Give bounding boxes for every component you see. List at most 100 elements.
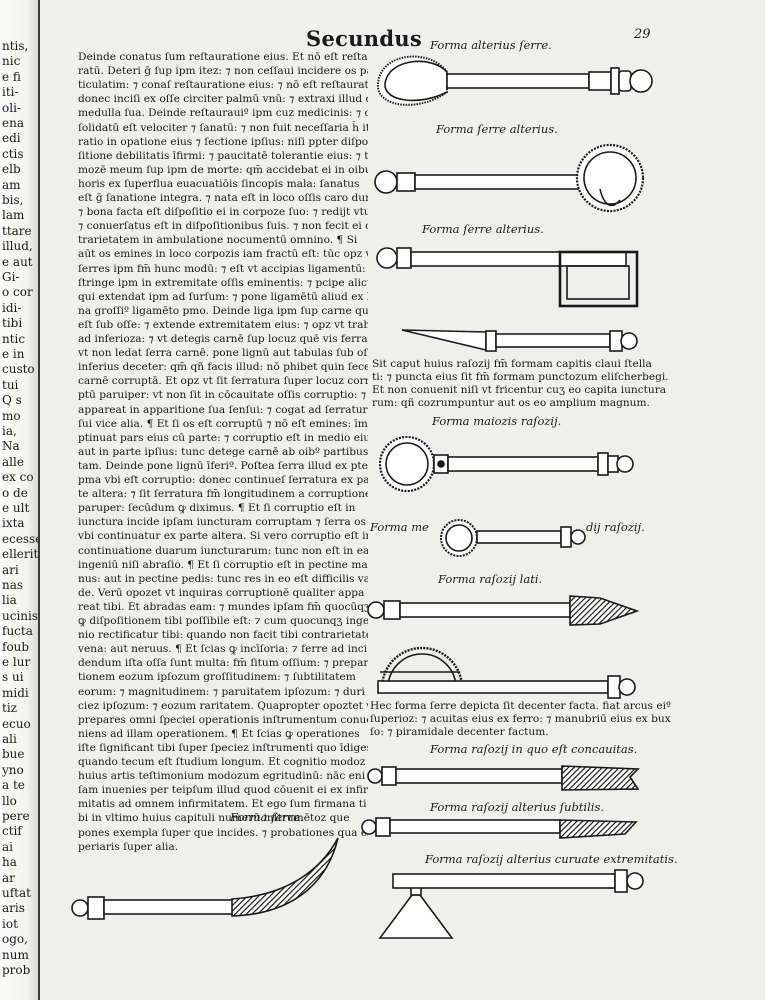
body-text-line: eſt ſub oſſe: ⁊ extende extremitatem eiu… xyxy=(78,318,368,331)
gutter-line: iti- xyxy=(2,85,19,100)
body-text-line: ad inferioza: ⁊ vt detegis carnē ſup loc… xyxy=(78,333,368,345)
gutter-line: oli- xyxy=(2,100,21,115)
body-text-line: eorum: ⁊ magnitudinem: ⁊ paruitatem ipſo… xyxy=(78,685,365,698)
gutter-line: num xyxy=(2,947,29,962)
caption-saw-arc-l1: Hec forma ſerre depicta ſit decenter fac… xyxy=(370,700,671,712)
caption-razor-broad: Forma raſozij lati. xyxy=(438,572,543,586)
gutter-line: ar xyxy=(2,870,15,885)
body-text-line: pma vbi eſt corruptio: donec continueſ ſ… xyxy=(78,474,368,486)
body-text-line: vena: aut neruus. ¶ Et ſcias ꝙ incīſoria… xyxy=(78,643,368,656)
body-text-line: medulla ſua. Deinde reſtaurauiº ipm cuz … xyxy=(78,107,368,120)
figure-saw-disc xyxy=(374,143,645,213)
caption-razor-large: Forma maiozis raſozij. xyxy=(432,414,562,428)
gutter-line: ia, xyxy=(2,424,17,438)
figure-saw-arc xyxy=(377,646,636,699)
body-text-line: niens ad illam operationem. ¶ Et ſcias ꝙ… xyxy=(78,727,360,740)
caption-saw-loop: Forma alterius ſerre. xyxy=(430,38,552,52)
gutter-line: ena xyxy=(2,116,24,130)
caption-saw-curved-left: Forma ſerre. xyxy=(230,810,304,824)
figure-saw-square xyxy=(376,247,639,308)
caption-razor-pointed-l1: Sit caput huius raſozij fm̄ formam capit… xyxy=(372,358,652,370)
body-text-line: ptū paruiper: vt non ſit in cōcauitate o… xyxy=(78,389,368,402)
body-text-line: quando tecum eſt ſtudium longum. Et cogn… xyxy=(78,756,366,768)
caption-razor-curved-end: Forma raſozij alterius curuate extremita… xyxy=(425,852,678,866)
gutter-line: tibi xyxy=(2,316,23,331)
caption-razor-fine: Forma raſozij alterius ſubtilis. xyxy=(430,800,605,814)
body-text-line: ratū. Deteri ḡ ſup ipm itez: ⁊ non ceſſa… xyxy=(78,65,368,78)
gutter-line: edi xyxy=(2,131,21,146)
gutter-line: fucta xyxy=(2,624,33,639)
caption-saw-arc-l2: ſuperioz: ⁊ acuitas eius ex ferro: ⁊ man… xyxy=(370,713,671,725)
gutter-line: o de xyxy=(2,485,28,500)
body-text-line: ⁊ conuerſatus eſt in diſpoſitionibus ſui… xyxy=(78,220,368,233)
body-text-line: eſt ḡ ſanatione integra. ⁊ nata eſt in l… xyxy=(78,192,368,204)
gutter-line: tui xyxy=(2,377,19,392)
gutter-line: ai xyxy=(2,839,13,854)
gutter-line: pere xyxy=(2,809,30,823)
gutter-line: e in xyxy=(2,347,25,361)
caption-saw-square: Forma ſerre alterius. xyxy=(422,222,544,236)
gutter-line: llo xyxy=(2,793,17,808)
gutter-line: bis, xyxy=(2,193,24,207)
gutter-line: ttare xyxy=(2,223,32,238)
body-text-line: ſtringe ipm in extremitate oſſis eminent… xyxy=(78,276,368,289)
caption-saw-disc: Forma ſerre alterius. xyxy=(436,122,558,136)
gutter-line: uftat xyxy=(2,886,31,900)
figure-razor-pointed xyxy=(401,329,638,352)
gutter-line: Gi- xyxy=(2,270,20,284)
gutter-line: ecesse xyxy=(2,531,40,546)
body-text-line: tam. Deinde pone lignū īferiº. Poſtea ſe… xyxy=(78,459,368,472)
gutter-line: prob xyxy=(2,963,31,977)
body-text-line: ſam inuenies per teipſum illud quod cōue… xyxy=(78,784,368,797)
gutter-line: foub xyxy=(2,639,30,654)
figure-razor-concave xyxy=(367,765,640,791)
gutter-line: bue xyxy=(2,747,25,762)
gutter-line: tiz xyxy=(2,701,17,716)
body-text-line: iſte ſignificant tibi ſuper ſpeciez inſt… xyxy=(78,741,368,754)
body-text-line: ratio in opatione eius ⁊ ſectione ipſius… xyxy=(78,135,368,148)
gutter-line: aris xyxy=(2,901,25,916)
gutter-line: nic xyxy=(2,54,21,69)
figure-razor-fine xyxy=(361,817,638,839)
gutter-line: alle xyxy=(2,454,24,469)
body-text-line: ſitione debilitatis īfirmi: ⁊ paucitatē … xyxy=(78,149,368,162)
body-text-line: ticulatim: ⁊ conaſ reſtauratione eius: ⁊… xyxy=(78,79,368,92)
gutter-line: nas xyxy=(2,578,24,592)
figure-saw-loop xyxy=(376,55,653,106)
gutter-line: ctis xyxy=(2,146,24,161)
gutter-line: illud, xyxy=(2,239,33,254)
figure-razor-broad xyxy=(367,595,640,626)
gutter-line: ogo, xyxy=(2,932,28,947)
body-text-line: trarietatem in ambulatione nocumentū omn… xyxy=(78,234,358,247)
body-text-line: na groſſiº ligamēto pmo. Deinde liga ipm… xyxy=(78,304,368,317)
caption-razor-medium-a: Forma me xyxy=(370,520,429,534)
gutter-line: ecuo xyxy=(2,716,31,731)
gutter-line: o cor xyxy=(2,285,33,300)
body-text-line: inferius deceter: qm̄ qñ facis illud: nō… xyxy=(78,361,368,374)
gutter-line: ntis, xyxy=(2,39,29,53)
body-text-line: ſui vice alia. ¶ Et ſi os eſt corruptū ⁊… xyxy=(78,417,368,430)
gutter-line: s ui xyxy=(2,670,24,685)
body-text-line: aut in parte ipſius: tunc detege carnē a… xyxy=(78,445,368,458)
gutter-line: ha xyxy=(2,855,17,870)
folio-number: 29 xyxy=(634,27,651,42)
body-text-line: mitatis ad omnem infirmitatem. Et ego ſu… xyxy=(78,798,367,811)
body-text-line: bi in vltimo huius capituli numerū inſtr… xyxy=(78,812,350,825)
body-text-line: nus: aut in pectine pedis: tunc res in e… xyxy=(78,572,368,585)
body-text-line: paruper: ſecūdum ꝙ diximus. ¶ Et ſi corr… xyxy=(78,502,356,515)
gutter-line: lia xyxy=(2,593,17,608)
body-text-line: de. Verū opozet vt inquiras corruptionē … xyxy=(78,586,365,599)
gutter-line: ali xyxy=(2,732,17,746)
body-text-line: dendum iſta oſſa ſunt multa: fm̄ ſitum o… xyxy=(78,657,368,670)
caption-razor-concave: Forma raſozij in quo eſt concauitas. xyxy=(430,742,638,756)
gutter-line: idi- xyxy=(2,300,22,315)
body-text-line: carnē corruptā. Et opz vt ſit ſerratura … xyxy=(78,375,368,388)
body-text-line: reat tibi. Et abradas eam: ⁊ mundes ipſa… xyxy=(78,600,368,613)
body-text-line: iunctura incide ipſam iuncturam corrupta… xyxy=(78,516,366,529)
body-text-line: ⁊ bona facta eſt diſpoſitio ei in corpoz… xyxy=(78,206,368,219)
gutter-line: e fi xyxy=(2,69,21,84)
caption-razor-pointed-l3: Et non conuenit niſi vt fricentur cuʒ eo… xyxy=(372,384,667,396)
body-text-line: vbi continuatur ex parte altera. Si vero… xyxy=(78,530,368,543)
body-text-line: ſerres ipm fm̄ hunc modū: ⁊ eſt vt accip… xyxy=(78,262,368,275)
